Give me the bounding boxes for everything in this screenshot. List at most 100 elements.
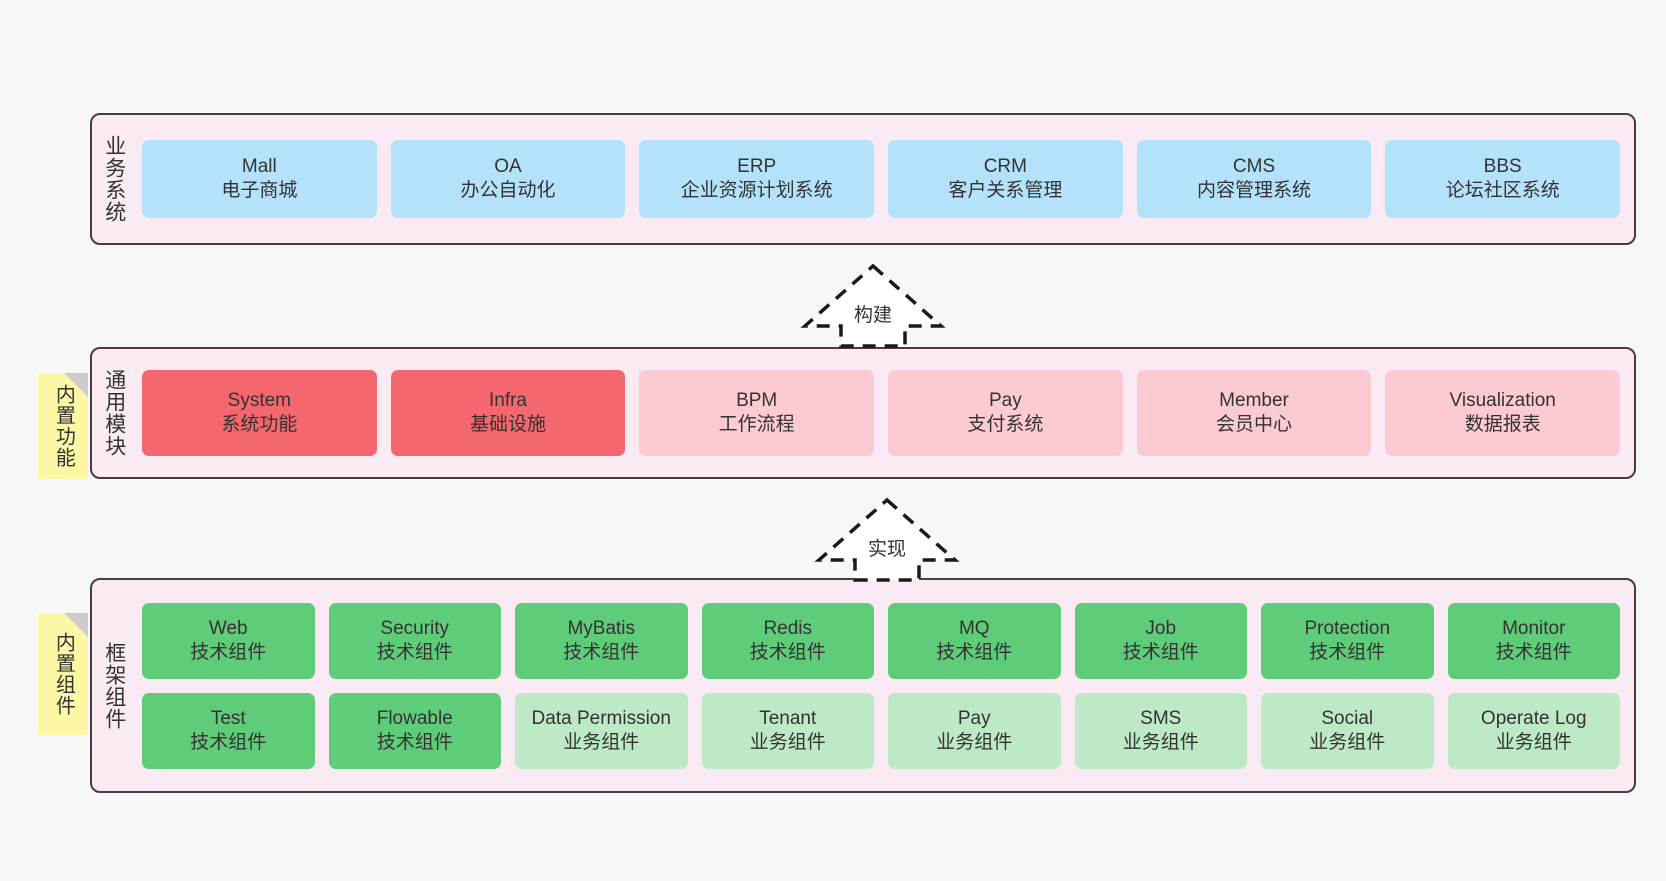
- framework-card-social[interactable]: Social 业务组件: [1261, 692, 1434, 769]
- layer-common-modules-title: 通用模块: [102, 369, 126, 457]
- framework-card-operate-log-en: Operate Log: [1480, 707, 1587, 729]
- business-card-erp-en: ERP: [737, 156, 777, 178]
- framework-card-tenant-en: Tenant: [759, 707, 817, 729]
- module-card-pay-en: Pay: [988, 390, 1022, 412]
- business-card-crm-en: CRM: [983, 156, 1027, 178]
- module-card-system[interactable]: System 系统功能: [142, 370, 377, 456]
- layer-business-system: 业务系统 Mall 电子商城 OA 办公自动化 ERP 企业资源计划系统 CRM…: [90, 113, 1636, 245]
- framework-card-test-cn: 技术组件: [190, 731, 267, 753]
- framework-card-mybatis-cn: 技术组件: [563, 641, 640, 663]
- layer-business-system-title: 业务系统: [102, 135, 126, 223]
- module-card-visualization[interactable]: Visualization 数据报表: [1385, 370, 1621, 456]
- module-card-visualization-cn: 数据报表: [1464, 414, 1541, 435]
- note-builtin-features: 内置功能: [38, 373, 88, 479]
- note-builtin-components: 内置组件: [38, 613, 88, 735]
- framework-card-mq-cn: 技术组件: [936, 641, 1013, 663]
- framework-card-data-permission[interactable]: Data Permission 业务组件: [515, 692, 688, 769]
- layer-business-system-body: Mall 电子商城 OA 办公自动化 ERP 企业资源计划系统 CRM 客户关系…: [136, 115, 1634, 243]
- module-card-member[interactable]: Member 会员中心: [1136, 370, 1372, 456]
- business-card-cms[interactable]: CMS 内容管理系统: [1136, 140, 1372, 218]
- framework-card-sms-en: SMS: [1140, 707, 1182, 729]
- framework-card-job-cn: 技术组件: [1122, 641, 1199, 663]
- framework-card-sms[interactable]: SMS 业务组件: [1074, 692, 1247, 769]
- business-card-mall-cn: 电子商城: [221, 180, 298, 201]
- business-card-crm-cn: 客户关系管理: [948, 180, 1063, 201]
- business-card-bbs-cn: 论坛社区系统: [1445, 180, 1560, 201]
- framework-card-security[interactable]: Security 技术组件: [328, 602, 501, 679]
- layer-framework-components: 框架组件 Web 技术组件 Security 技术组件 MyBatis 技术组件: [90, 578, 1636, 793]
- business-card-cms-cn: 内容管理系统: [1197, 180, 1312, 201]
- business-card-crm[interactable]: CRM 客户关系管理: [888, 140, 1123, 218]
- layer-framework-components-title: 框架组件: [102, 641, 126, 730]
- note-builtin-features-label: 内置功能: [52, 384, 75, 468]
- framework-card-redis[interactable]: Redis 技术组件: [701, 602, 874, 679]
- business-card-bbs[interactable]: BBS 论坛社区系统: [1385, 140, 1621, 218]
- framework-card-flowable-en: Flowable: [376, 707, 453, 729]
- business-card-oa-cn: 办公自动化: [460, 180, 556, 201]
- framework-card-test[interactable]: Test 技术组件: [142, 692, 315, 769]
- framework-card-mybatis-en: MyBatis: [567, 617, 636, 639]
- framework-card-flowable-cn: 技术组件: [376, 731, 453, 753]
- framework-card-security-cn: 技术组件: [376, 641, 453, 663]
- framework-card-pay-en: Pay: [957, 707, 991, 729]
- note-fold-corner-icon: [64, 373, 88, 397]
- framework-card-pay-cn: 业务组件: [936, 731, 1013, 753]
- note-fold-corner-icon-2: [64, 613, 88, 637]
- layer-framework-components-body: Web 技术组件 Security 技术组件 MyBatis 技术组件 Redi…: [136, 580, 1634, 791]
- framework-card-mybatis[interactable]: MyBatis 技术组件: [515, 602, 688, 679]
- framework-card-monitor-cn: 技术组件: [1495, 641, 1572, 663]
- framework-card-tenant[interactable]: Tenant 业务组件: [701, 692, 874, 769]
- framework-card-web-en: Web: [208, 617, 248, 639]
- framework-card-redis-en: Redis: [763, 617, 813, 639]
- business-card-oa[interactable]: OA 办公自动化: [390, 140, 626, 218]
- framework-card-row-1: Web 技术组件 Security 技术组件 MyBatis 技术组件 Redi…: [142, 602, 1620, 679]
- framework-card-job[interactable]: Job 技术组件: [1074, 602, 1247, 679]
- module-card-member-en: Member: [1219, 390, 1289, 412]
- framework-card-web-cn: 技术组件: [190, 641, 267, 663]
- module-card-system-cn: 系统功能: [221, 414, 298, 435]
- business-card-erp-cn: 企业资源计划系统: [680, 180, 833, 201]
- module-card-bpm[interactable]: BPM 工作流程: [639, 370, 875, 456]
- framework-card-web[interactable]: Web 技术组件: [142, 602, 315, 679]
- framework-card-monitor-en: Monitor: [1502, 617, 1566, 639]
- framework-card-operate-log[interactable]: Operate Log 业务组件: [1447, 692, 1620, 769]
- module-card-pay[interactable]: Pay 支付系统: [888, 370, 1123, 456]
- module-card-member-cn: 会员中心: [1216, 414, 1293, 435]
- framework-card-operate-log-cn: 业务组件: [1495, 731, 1572, 753]
- framework-card-mq-en: MQ: [958, 617, 990, 639]
- module-card-row: System 系统功能 Infra 基础设施 BPM 工作流程 Pay 支付系统…: [142, 370, 1621, 456]
- business-card-row: Mall 电子商城 OA 办公自动化 ERP 企业资源计划系统 CRM 客户关系…: [142, 140, 1621, 218]
- framework-card-tenant-cn: 业务组件: [749, 731, 826, 753]
- framework-card-grid: Web 技术组件 Security 技术组件 MyBatis 技术组件 Redi…: [142, 602, 1620, 769]
- framework-card-protection[interactable]: Protection 技术组件: [1261, 602, 1434, 679]
- module-card-pay-cn: 支付系统: [967, 414, 1044, 435]
- framework-card-data-permission-en: Data Permission: [531, 707, 671, 729]
- framework-card-mq[interactable]: MQ 技术组件: [888, 602, 1061, 679]
- module-card-infra[interactable]: Infra 基础设施: [390, 370, 626, 456]
- framework-card-monitor[interactable]: Monitor 技术组件: [1447, 602, 1620, 679]
- framework-card-social-en: Social: [1321, 707, 1374, 729]
- business-card-oa-en: OA: [494, 156, 522, 178]
- business-card-mall[interactable]: Mall 电子商城: [142, 140, 377, 218]
- framework-card-security-en: Security: [380, 617, 450, 639]
- framework-card-pay[interactable]: Pay 业务组件: [888, 692, 1061, 769]
- arrow-implement: 实现: [814, 496, 960, 582]
- framework-card-data-permission-cn: 业务组件: [563, 731, 640, 753]
- business-card-cms-en: CMS: [1232, 156, 1276, 178]
- arrow-build: 构建: [800, 262, 946, 348]
- framework-card-protection-cn: 技术组件: [1309, 641, 1386, 663]
- module-card-infra-cn: 基础设施: [470, 414, 547, 435]
- arrow-implement-shape: [814, 497, 960, 582]
- module-card-system-en: System: [227, 390, 292, 412]
- layer-common-modules: 通用模块 System 系统功能 Infra 基础设施 BPM 工作流程 Pay…: [90, 347, 1636, 479]
- framework-card-flowable[interactable]: Flowable 技术组件: [328, 692, 501, 769]
- note-builtin-components-label: 内置组件: [52, 632, 75, 716]
- business-card-erp[interactable]: ERP 企业资源计划系统: [639, 140, 875, 218]
- arrow-build-shape: [800, 263, 946, 348]
- framework-card-test-en: Test: [210, 707, 246, 729]
- framework-card-sms-cn: 业务组件: [1122, 731, 1199, 753]
- module-card-bpm-en: BPM: [736, 390, 778, 412]
- framework-card-redis-cn: 技术组件: [749, 641, 826, 663]
- module-card-bpm-cn: 工作流程: [718, 414, 795, 435]
